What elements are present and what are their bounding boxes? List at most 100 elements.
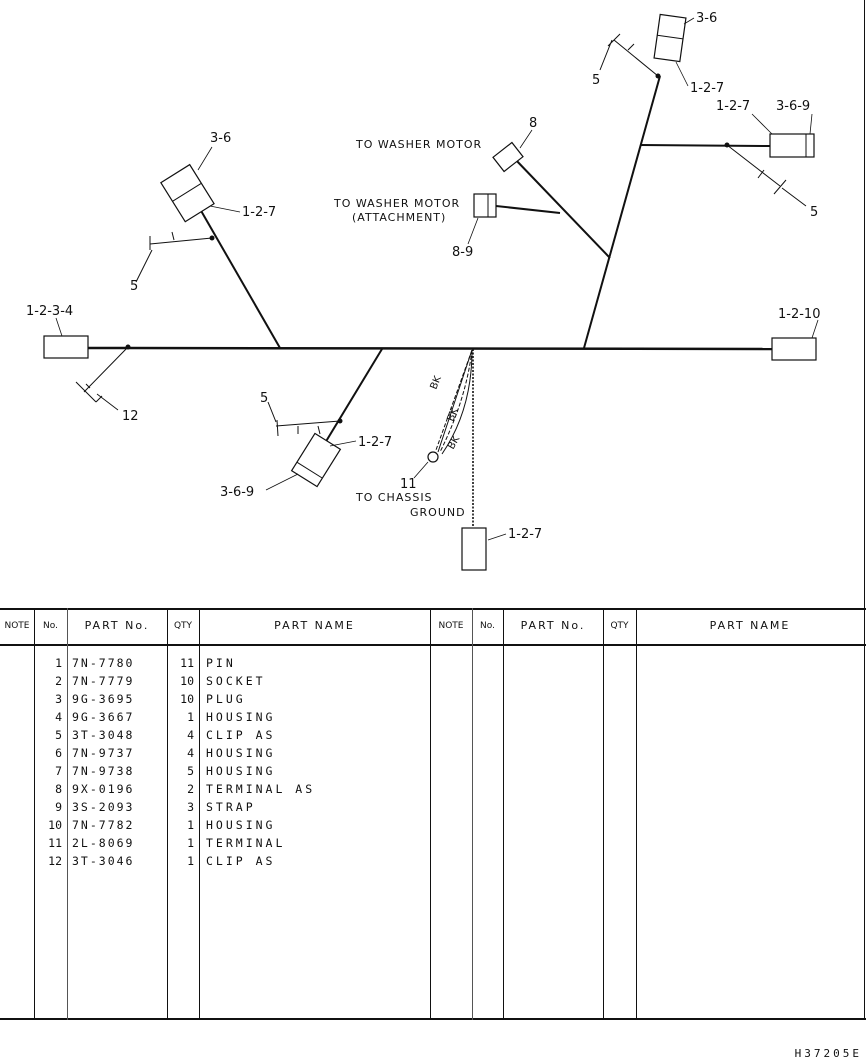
ground-wire-3 [439, 349, 473, 453]
washer-att-callout: 8-9 [452, 245, 473, 260]
to-washer-motor-att-note-line2: (ATTACHMENT) [352, 211, 446, 224]
item-number: 1 [55, 656, 62, 670]
header-qty-right: QTY [610, 621, 629, 631]
lower-left-clip [267, 401, 341, 437]
lower-left-clip-callout: 5 [260, 391, 268, 406]
bottom-connector-callout: 1-2-7 [508, 527, 542, 542]
lower-left-housing [290, 432, 342, 488]
part-number: 3T-3046 [72, 854, 135, 868]
washer-att-connector [473, 193, 497, 218]
quantity: 1 [187, 818, 194, 832]
left-connector-callout: 1-2-3-4 [26, 304, 73, 319]
header-note: NOTE [4, 621, 30, 631]
quantity: 5 [187, 764, 194, 778]
wire-color-label-2: BK [446, 406, 461, 423]
lower-left-branch-wire [321, 348, 383, 449]
to-chassis-note-line2: GROUND [410, 506, 466, 519]
item-number: 12 [48, 854, 62, 868]
item-number: 5 [55, 728, 62, 742]
part-number: 7N-7780 [72, 656, 135, 670]
main-trunk-wire [87, 346, 773, 351]
part-name: STRAP [206, 800, 256, 814]
left-connector [43, 335, 89, 359]
ground-wire-2 [437, 349, 473, 453]
part-name: SOCKET [206, 674, 266, 688]
to-washer-motor-note: TO WASHER MOTOR [355, 138, 482, 151]
table-top-rule [0, 608, 866, 610]
wiring-harness-diagram: 1-2-3-4 12 3-6 1-2-7 5 5 1-2-7 3-6-9 BK … [26, 11, 820, 571]
ground-wire-4 [441, 349, 473, 455]
item-number: 7 [55, 764, 62, 778]
part-number: 3T-3048 [72, 728, 135, 742]
item-number: 3 [55, 692, 62, 706]
item-number: 8 [55, 782, 62, 796]
item-number: 2 [55, 674, 62, 688]
right-upper-connector [769, 133, 815, 158]
part-name: HOUSING [206, 764, 276, 778]
drawing-code: H37205E [794, 1047, 862, 1060]
quantity: 1 [187, 710, 194, 724]
table-row: 1 7N-7780 11 PIN [0, 654, 430, 672]
part-name: HOUSING [206, 710, 276, 724]
right-upper-terminal-callout: 1-2-7 [716, 99, 750, 114]
quantity: 11 [180, 656, 194, 670]
item-number: 6 [55, 746, 62, 760]
top-housing [653, 13, 687, 63]
header-no-right: No. [480, 621, 495, 631]
part-number: 9G-3667 [72, 710, 135, 724]
washer-motor-connector [492, 141, 524, 173]
part-name: PLUG [206, 692, 246, 706]
washer-att-branch-wire [495, 205, 561, 214]
part-number: 2L-8069 [72, 836, 135, 850]
part-number: 9X-0196 [72, 782, 135, 796]
right-upper-housing-callout: 3-6-9 [776, 99, 810, 114]
right-upper-branch-wire [639, 144, 771, 147]
top-housing-callout: 3-6 [696, 11, 717, 26]
part-name: CLIP AS [206, 728, 276, 742]
item-number: 11 [48, 836, 62, 850]
left-clip [75, 346, 129, 403]
item-number: 10 [48, 818, 62, 832]
part-number: 7N-9738 [72, 764, 135, 778]
bottom-connector [461, 527, 487, 571]
header-no: No. [43, 621, 58, 631]
ground-terminal-callout: 11 [400, 477, 417, 492]
header-part-no-right: PART No. [520, 619, 586, 632]
item-number: 9 [55, 800, 62, 814]
part-name: TERMINAL [206, 836, 286, 850]
quantity: 10 [180, 692, 194, 706]
ground-terminal [427, 451, 439, 463]
right-upper-clip [726, 144, 807, 207]
upper-left-housing-callout: 3-6 [210, 131, 231, 146]
lower-left-housing-callout: 3-6-9 [220, 485, 254, 500]
top-clip [599, 33, 659, 77]
part-number: 7N-7782 [72, 818, 135, 832]
part-number: 7N-9737 [72, 746, 135, 760]
lower-left-terminal-callout: 1-2-7 [358, 435, 392, 450]
right-connector [771, 337, 817, 361]
to-chassis-note-line1: TO CHASSIS [355, 491, 433, 504]
item-number: 4 [55, 710, 62, 724]
upper-left-clip [135, 231, 213, 283]
parts-list-table: NOTE No. PART No. QTY PART NAME NOTE No.… [0, 608, 866, 1020]
upper-left-terminal-callout: 1-2-7 [242, 205, 276, 220]
wire-color-label-3: BK [446, 434, 462, 452]
quantity: 1 [187, 854, 194, 868]
header-note-right: NOTE [438, 621, 464, 631]
to-washer-motor-att-note-line1: TO WASHER MOTOR [333, 197, 460, 210]
upper-left-branch-wire [195, 201, 281, 349]
part-name: PIN [206, 656, 236, 670]
table-bottom-rule [0, 1018, 866, 1020]
part-name: TERMINAL AS [206, 782, 316, 796]
part-name: HOUSING [206, 746, 276, 760]
table-row: 7 7N-9738 5 HOUSING [0, 762, 430, 780]
wire-color-label-1: BK [429, 374, 444, 391]
right-upper-clip-callout: 5 [810, 205, 818, 220]
top-clip-callout: 5 [592, 73, 600, 88]
quantity: 4 [187, 728, 194, 742]
upper-left-housing [160, 163, 215, 223]
